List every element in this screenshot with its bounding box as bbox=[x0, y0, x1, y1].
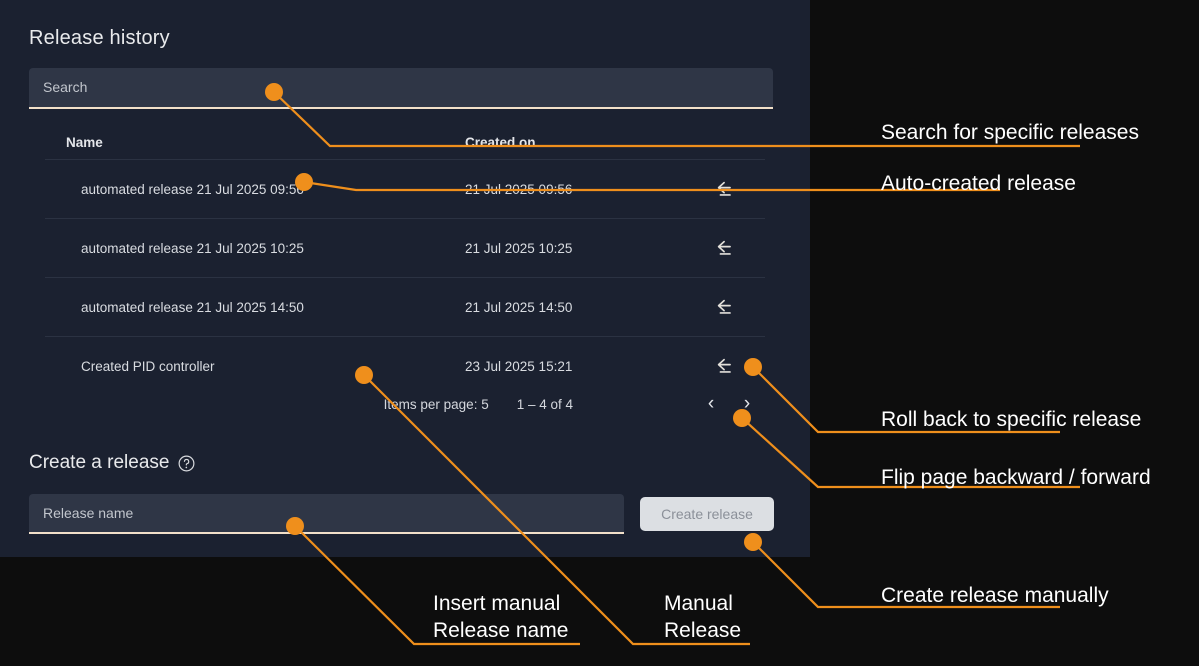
column-header-created-on: Created on bbox=[465, 135, 536, 150]
release-name: Created PID controller bbox=[81, 358, 215, 374]
annotation-insert-manual-line1: Insert manual bbox=[433, 592, 561, 615]
release-created-on: 21 Jul 2025 10:25 bbox=[465, 240, 573, 256]
rollback-icon bbox=[717, 181, 731, 196]
release-name-placeholder: Release name bbox=[43, 505, 134, 521]
annotation-manual-release-line1: Manual bbox=[664, 592, 733, 615]
release-panel: Release history Search Name Created on a… bbox=[0, 0, 810, 557]
next-page-button[interactable]: › bbox=[729, 389, 765, 419]
annotation-search-for-specific-releases: Search for specific releases bbox=[881, 121, 1139, 144]
table-row[interactable]: automated release 21 Jul 2025 09:56 21 J… bbox=[45, 159, 765, 218]
release-name: automated release 21 Jul 2025 14:50 bbox=[81, 299, 304, 315]
release-name: automated release 21 Jul 2025 09:56 bbox=[81, 181, 304, 197]
create-release-button[interactable]: Create release bbox=[640, 497, 774, 531]
search-placeholder: Search bbox=[43, 79, 88, 95]
search-input[interactable]: Search bbox=[29, 68, 773, 109]
rollback-button[interactable] bbox=[685, 178, 765, 200]
annotation-flip-page-backward-forward: Flip page backward / forward bbox=[881, 466, 1151, 489]
release-created-on: 21 Jul 2025 14:50 bbox=[465, 299, 573, 315]
page-title: Release history bbox=[29, 27, 170, 49]
rollback-button[interactable] bbox=[685, 237, 765, 259]
annotation-roll-back-to-specific-release: Roll back to specific release bbox=[881, 408, 1142, 431]
items-per-page-label[interactable]: Items per page: 5 bbox=[383, 396, 489, 412]
paginator: Items per page: 5 1 – 4 of 4 ‹ › bbox=[45, 386, 765, 422]
rollback-icon bbox=[717, 299, 731, 314]
annotation-auto-created-release: Auto-created release bbox=[881, 172, 1076, 195]
table-row[interactable]: automated release 21 Jul 2025 10:25 21 J… bbox=[45, 218, 765, 277]
release-history-table: Name Created on automated release 21 Jul… bbox=[45, 126, 765, 395]
column-header-name: Name bbox=[66, 135, 103, 150]
help-circle-icon[interactable] bbox=[177, 454, 196, 473]
annotation-manual-release-line2: Release bbox=[664, 619, 742, 642]
rollback-icon bbox=[717, 358, 731, 373]
rollback-button[interactable] bbox=[685, 355, 765, 377]
rollback-icon bbox=[717, 240, 731, 255]
annotation-insert-manual-line2: Release name bbox=[433, 619, 569, 642]
rollback-button[interactable] bbox=[685, 296, 765, 318]
create-release-title-text: Create a release bbox=[29, 452, 170, 473]
table-header-row: Name Created on bbox=[45, 126, 765, 159]
release-name-input[interactable]: Release name bbox=[29, 494, 624, 534]
annotation-create-release-manually: Create release manually bbox=[881, 584, 1109, 607]
release-created-on: 21 Jul 2025 09:56 bbox=[465, 181, 573, 197]
table-row[interactable]: automated release 21 Jul 2025 14:50 21 J… bbox=[45, 277, 765, 336]
previous-page-button[interactable]: ‹ bbox=[693, 389, 729, 419]
release-name: automated release 21 Jul 2025 10:25 bbox=[81, 240, 304, 256]
page-range-label: 1 – 4 of 4 bbox=[516, 396, 573, 412]
create-release-section-title: Create a release bbox=[29, 452, 196, 474]
release-created-on: 23 Jul 2025 15:21 bbox=[465, 358, 573, 374]
table-row[interactable]: Created PID controller 23 Jul 2025 15:21 bbox=[45, 336, 765, 395]
